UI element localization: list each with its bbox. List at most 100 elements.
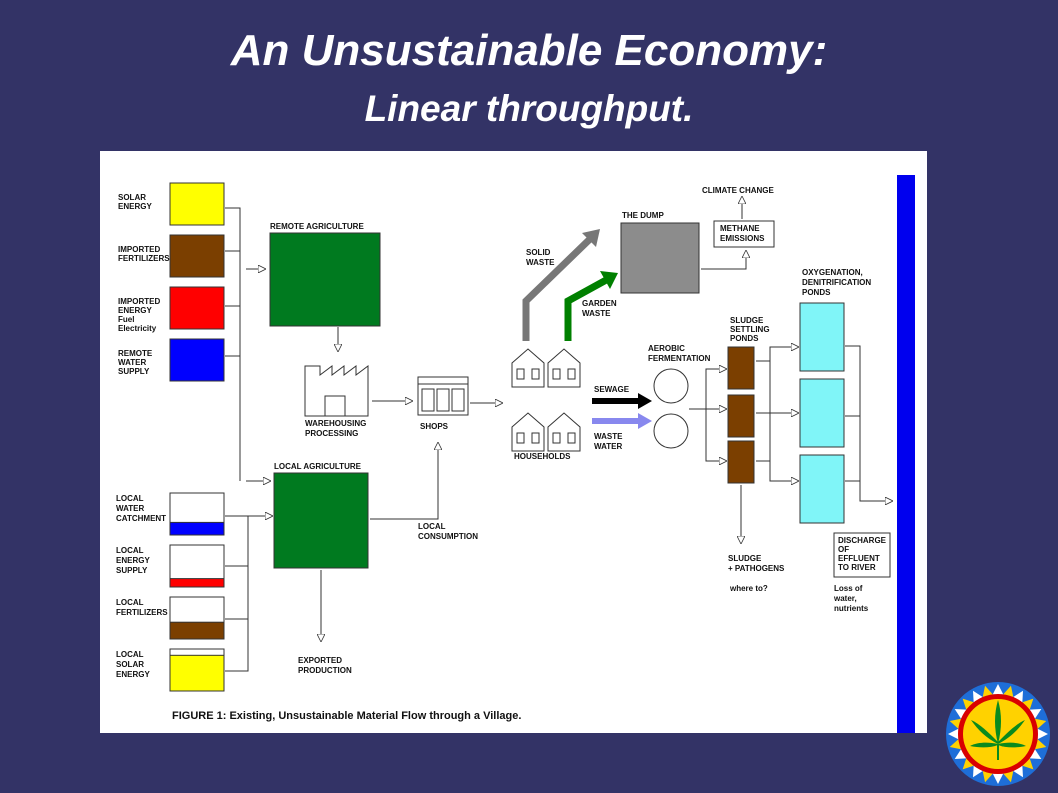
remote-input-label-2-0: IMPORTED — [118, 297, 160, 306]
oxygenation-pond-0 — [799, 302, 845, 372]
oxygenation-ponds — [799, 302, 845, 524]
logo-ray-12 — [948, 728, 959, 740]
garden-waste-label-2: WASTE — [582, 309, 611, 318]
logo-ray-22 — [1029, 709, 1042, 719]
logo-ray-15 — [962, 698, 974, 710]
garden-waste-arrowhead — [600, 271, 618, 289]
river-bar — [897, 175, 915, 733]
local-consumption-arrow — [370, 443, 438, 520]
methane-label-1: METHANE — [720, 224, 760, 233]
sludge-out-label-2: + PATHOGENS — [728, 564, 785, 573]
warehousing-label-1: WAREHOUSING — [305, 419, 366, 428]
local-input-fill-3 — [169, 654, 225, 692]
logo-ray-1 — [1034, 739, 1047, 750]
oxygenation-pond-2 — [799, 454, 845, 524]
remote-input-label-2-1: ENERGY — [118, 306, 152, 315]
sludge-ponds-label-3: PONDS — [730, 334, 759, 343]
the-dump-box — [620, 222, 700, 294]
logo-rays — [948, 684, 1048, 784]
cannabis-leaf-icon — [970, 700, 1026, 760]
house-window-1-b — [567, 368, 576, 380]
local-agriculture-label: LOCAL AGRICULTURE — [274, 462, 362, 471]
local-consumption-label-1: LOCAL — [418, 522, 446, 531]
local-input-fill-1 — [169, 578, 225, 588]
remote-input-label-3-2: SUPPLY — [118, 367, 150, 376]
waste-water-label-1: WASTE — [594, 432, 623, 441]
logo-ray-20 — [1013, 690, 1023, 703]
fermentation-connectors — [689, 369, 726, 461]
exported-label-1: EXPORTED — [298, 656, 342, 665]
house-window-2-a — [516, 432, 525, 444]
solid-waste-arrow — [522, 236, 593, 341]
discharge-box — [833, 532, 891, 578]
households-icon — [511, 348, 581, 452]
logo-ray-19 — [1003, 685, 1014, 698]
logo-ray-3 — [1022, 758, 1034, 770]
oxygenation-pond-1 — [799, 378, 845, 448]
logo-ray-6 — [992, 773, 1004, 784]
remote-input-label-3-0: REMOTE — [118, 349, 153, 358]
logo-ray-11 — [949, 739, 962, 750]
remote-input-label-2-3: Electricity — [118, 324, 157, 333]
house-icon-3 — [547, 412, 581, 452]
house-window-1-a — [552, 368, 561, 380]
loss-label-3: nutrients — [834, 604, 869, 613]
sludge-pond-0 — [727, 346, 755, 390]
local-input-label-1-2: SUPPLY — [116, 566, 148, 575]
local-input-label-3-0: LOCAL — [116, 650, 144, 659]
house-icon-2 — [511, 412, 545, 452]
exported-label-2: PRODUCTION — [298, 666, 352, 675]
remote-inputs: SOLARENERGYIMPORTEDFERTILIZERSIMPORTEDEN… — [118, 182, 225, 382]
figure-caption: FIGURE 1: Existing, Unsustainable Materi… — [172, 710, 521, 722]
remote-agriculture-label: REMOTE AGRICULTURE — [270, 222, 364, 231]
sludge-ponds-label-1: SLUDGE — [730, 316, 764, 325]
logo-ray-4 — [1013, 765, 1023, 778]
remote-input-box-0 — [169, 182, 225, 226]
flow-diagram: SOLARENERGYIMPORTEDFERTILIZERSIMPORTEDEN… — [116, 175, 915, 733]
discharge-label-4: TO RIVER — [838, 563, 876, 572]
discharge-label-3: EFFLUENT — [838, 554, 880, 563]
logo-ray-16 — [973, 690, 983, 703]
loss-label-2: water, — [833, 594, 857, 603]
discharge-label-1: DISCHARGE — [838, 536, 887, 545]
remote-input-label-0-0: SOLAR — [118, 193, 146, 202]
logo-ray-7 — [982, 770, 993, 783]
house-window-3-a — [552, 432, 561, 444]
households-label: HOUSEHOLDS — [514, 452, 571, 461]
local-input-label-2-1: FERTILIZERS — [116, 608, 168, 617]
local-agriculture-box — [273, 472, 369, 569]
shops-label: SHOPS — [420, 422, 449, 431]
solid-waste-arrowhead — [582, 229, 600, 247]
waste-water-label-2: WATER — [594, 442, 623, 451]
sludge-settling-ponds — [727, 346, 755, 484]
fermentation-tank-bottom — [653, 413, 689, 449]
local-input-label-3-2: ENERGY — [116, 670, 150, 679]
oxygen-to-river-connectors — [845, 345, 892, 501]
logo-ray-21 — [1022, 698, 1034, 710]
sludge-out-label-1: SLUDGE — [728, 554, 762, 563]
slide-subtitle: Linear throughput. — [364, 88, 694, 129]
logo-ray-9 — [962, 758, 974, 770]
logo-ray-14 — [954, 709, 967, 719]
sewage-label: SEWAGE — [594, 385, 630, 394]
fermentation-tank-top — [653, 368, 689, 404]
loss-label-1: Loss of — [834, 584, 863, 593]
logo-ray-13 — [949, 718, 962, 729]
house-icon-1 — [547, 348, 581, 388]
warehouse-icon — [304, 365, 369, 417]
solid-waste-label-1: SOLID — [526, 248, 551, 257]
methane-label-2: EMISSIONS — [720, 234, 765, 243]
logo-ray-17 — [982, 685, 993, 698]
logo-ray-23 — [1034, 718, 1047, 729]
dump-to-methane-arrow — [701, 251, 746, 270]
local-input-label-2-0: LOCAL — [116, 598, 144, 607]
remote-input-label-3-1: WATER — [118, 358, 147, 367]
oxygen-label-3: PONDS — [802, 288, 831, 297]
sludge-to-oxygen-connectors — [756, 347, 798, 481]
remote-agriculture-box — [269, 232, 381, 327]
logo-ray-0 — [1037, 728, 1048, 740]
remote-input-label-1-0: IMPORTED — [118, 245, 160, 254]
aerobic-label-2: FERMENTATION — [648, 354, 711, 363]
garden-waste-label-1: GARDEN — [582, 299, 617, 308]
local-input-connectors — [225, 516, 272, 672]
